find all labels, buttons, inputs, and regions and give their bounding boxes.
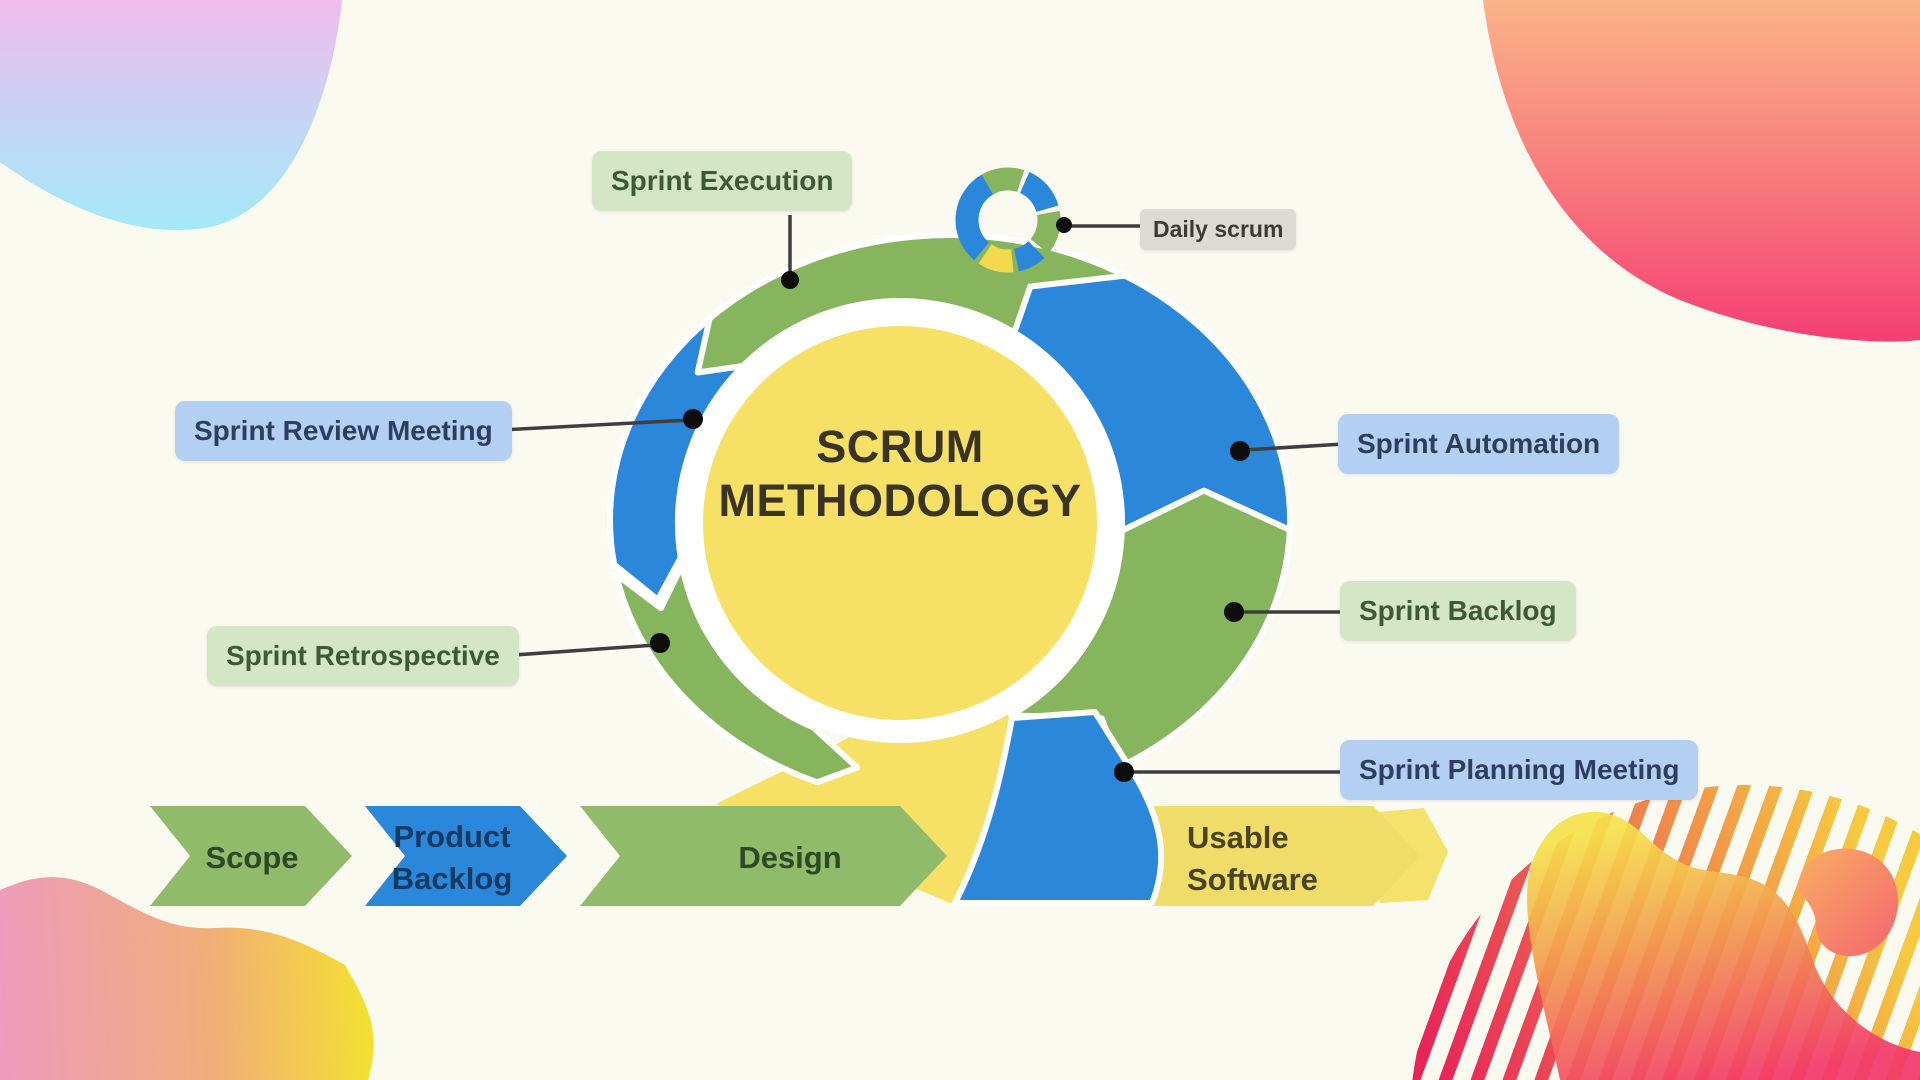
decor-bean-blob xyxy=(1798,848,1898,957)
connector-dot-sprint-automation xyxy=(1230,441,1250,461)
center-circle xyxy=(703,326,1097,720)
chevron-label-product: Product xyxy=(393,819,510,854)
chevron-label-design: Design xyxy=(738,840,841,875)
ring-segment-sprint-retrospective xyxy=(613,562,860,786)
daily-scrum-donut xyxy=(955,167,1061,273)
callout-sprint-retrospective: Sprint Retrospective xyxy=(207,626,519,686)
daily-scrum-donut-arc-2 xyxy=(1030,210,1061,254)
connector-sprint-automation xyxy=(1243,442,1345,452)
chevron-scope xyxy=(150,806,352,906)
decor-top-left-blob xyxy=(0,0,342,231)
connector-sprint-review xyxy=(499,418,691,432)
connector-dot-sprint-planning xyxy=(1114,762,1134,782)
connector-dot-sprint-execution xyxy=(781,271,799,289)
connector-dot-sprint-review xyxy=(683,409,703,429)
callout-sprint-execution: Sprint Execution xyxy=(592,151,853,211)
daily-scrum-donut-arc-4 xyxy=(978,244,1014,273)
callout-sprint-planning-meeting: Sprint Planning Meeting xyxy=(1340,740,1699,800)
process-bar-labels: Scope Product Backlog Design Usable Soft… xyxy=(205,819,1317,897)
connector-dot-daily-scrum xyxy=(1056,217,1072,233)
callout-sprint-review-meeting: Sprint Review Meeting xyxy=(175,401,512,461)
chevron-label-backlog: Backlog xyxy=(392,861,513,896)
chevron-product-backlog xyxy=(365,806,567,906)
chevron-label-software: Software xyxy=(1187,862,1318,897)
center-title-line1: SCRUM xyxy=(816,421,984,472)
connector-dot-sprint-backlog xyxy=(1224,602,1244,622)
daily-scrum-donut-arc-5 xyxy=(955,174,994,261)
center-title-line2: METHODOLOGY xyxy=(719,475,1082,526)
daily-scrum-donut-arc-1 xyxy=(1019,172,1059,213)
decor-bottom-left-blob xyxy=(0,877,374,1080)
daily-scrum-donut-arc-3 xyxy=(1013,240,1045,272)
chevron-label-usable: Usable xyxy=(1187,820,1289,855)
decor-top-right-blob xyxy=(1483,0,1920,342)
connector-dot-sprint-retrospective xyxy=(650,633,670,653)
callout-sprint-backlog: Sprint Backlog xyxy=(1340,581,1576,641)
callout-connectors xyxy=(499,215,1345,782)
callout-sprint-automation: Sprint Automation xyxy=(1338,414,1620,474)
chevron-design xyxy=(580,806,947,906)
daily-scrum-donut-arc-0 xyxy=(981,167,1025,195)
callout-daily-scrum: Daily scrum xyxy=(1140,209,1297,250)
connector-sprint-retrospective xyxy=(499,643,657,658)
chevron-label-scope: Scope xyxy=(205,840,298,875)
ring-segment-sprint-planning-tail xyxy=(952,709,1165,906)
decor-wave-blob xyxy=(1527,811,1920,1080)
